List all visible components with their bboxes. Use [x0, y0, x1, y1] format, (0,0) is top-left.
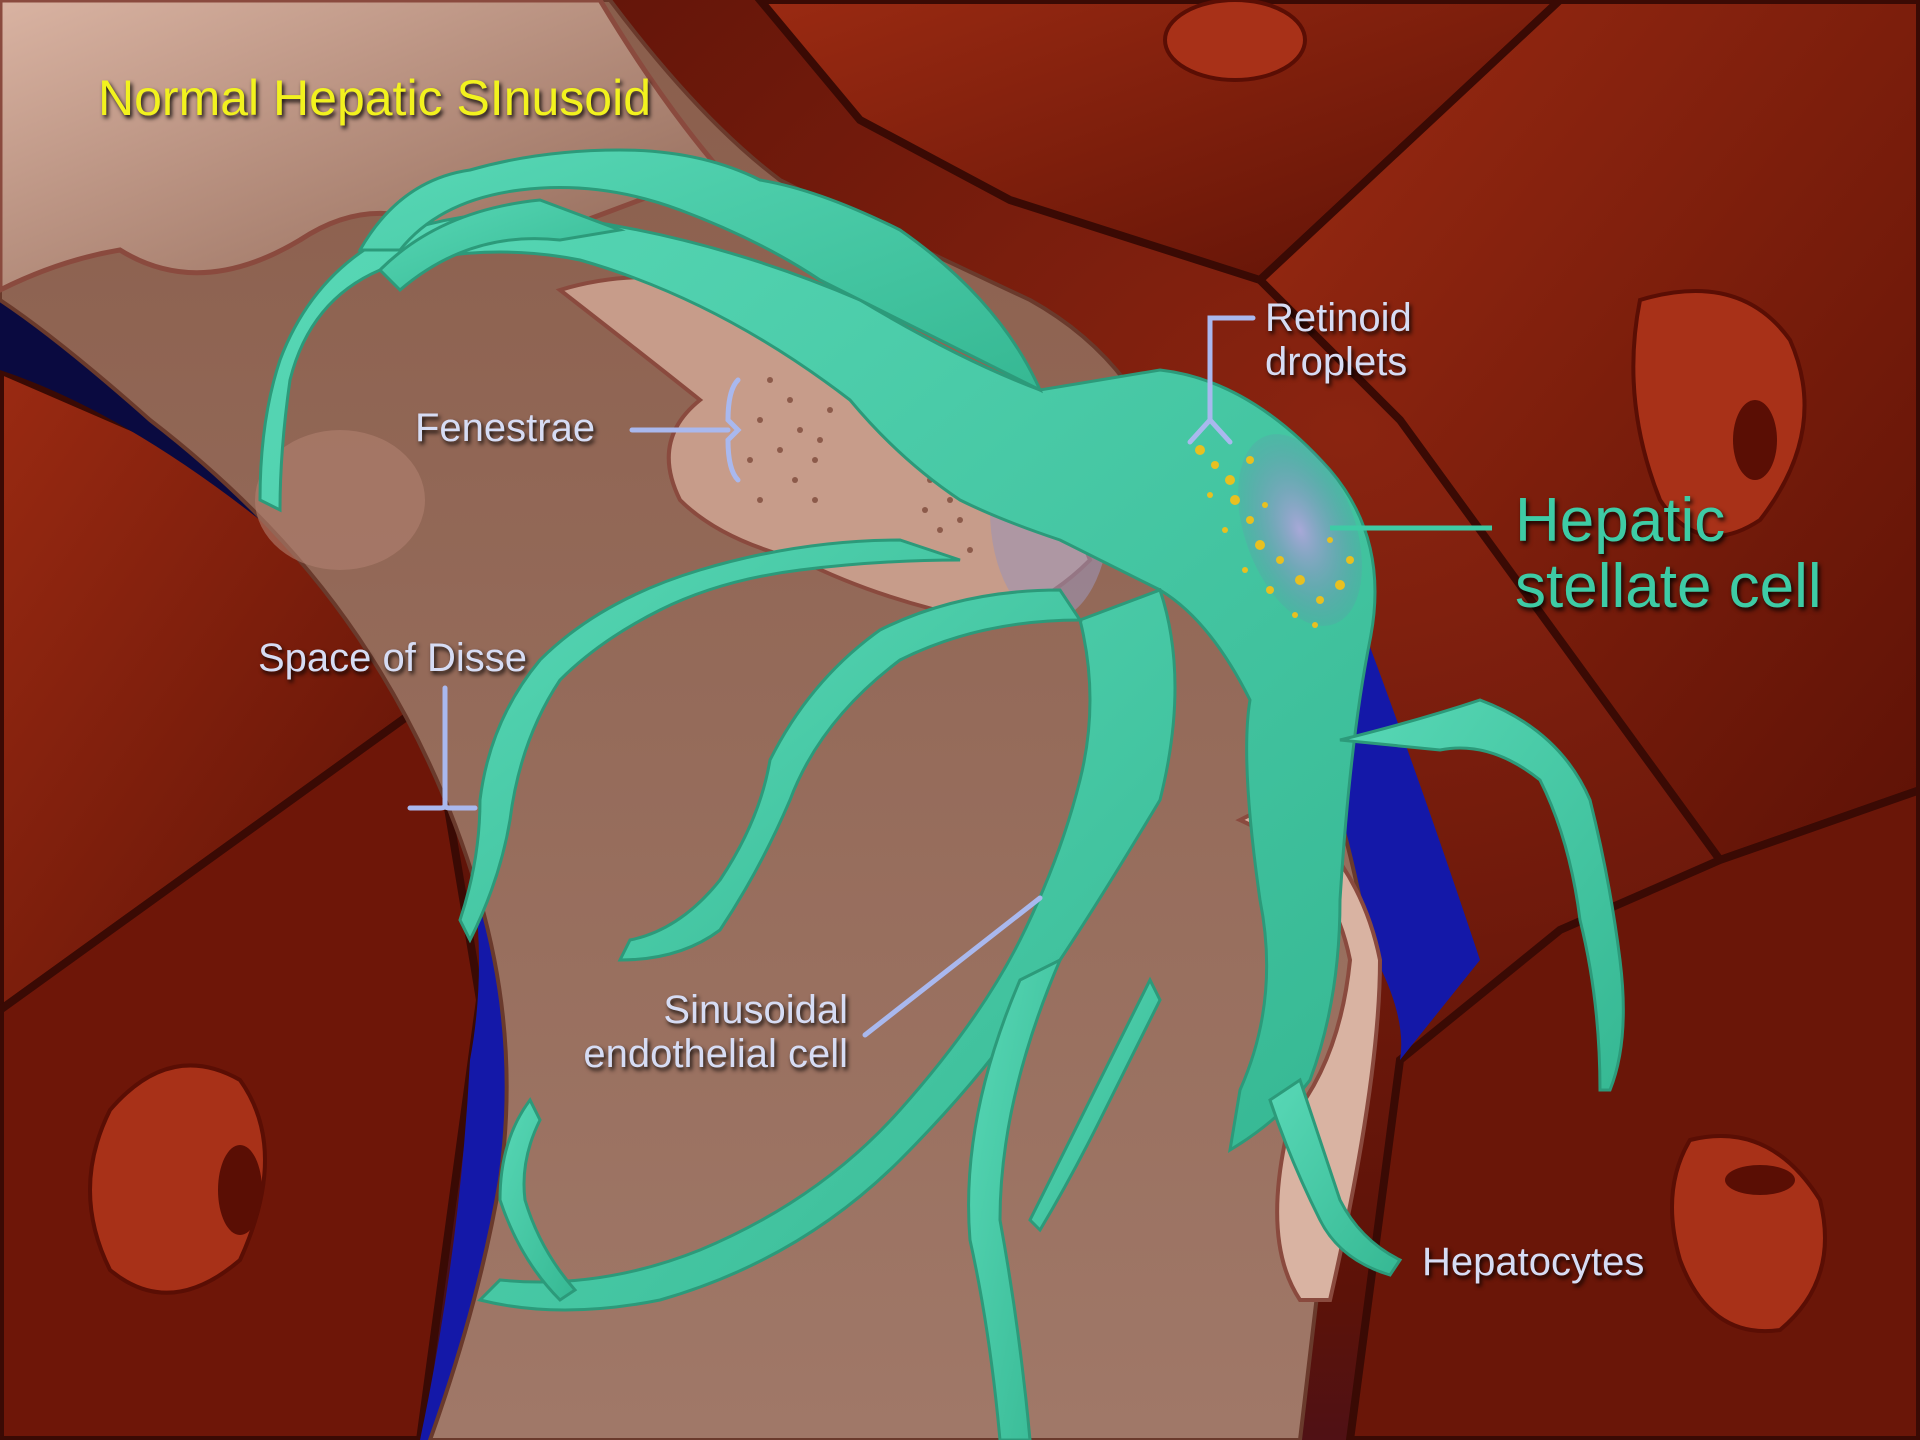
retinoid-label-line2: droplets: [1265, 340, 1412, 384]
hsc-label-line2: stellate cell: [1515, 554, 1822, 620]
space-of-disse-label: Space of Disse: [258, 636, 527, 680]
nucleolus: [218, 1145, 262, 1235]
retinoid-droplets-label: Retinoid droplets: [1265, 296, 1412, 384]
nucleolus: [1725, 1165, 1795, 1195]
hepatocyte-nucleus: [1165, 0, 1305, 80]
sec-label-line1: Sinusoidal: [548, 988, 848, 1032]
fenestrae-label: Fenestrae: [415, 406, 595, 450]
sinusoidal-endothelial-cell-label: Sinusoidal endothelial cell: [548, 988, 848, 1076]
hsc-label-line1: Hepatic: [1515, 488, 1822, 554]
hepatocytes-label: Hepatocytes: [1422, 1240, 1644, 1284]
nucleolus: [1733, 400, 1777, 480]
retinoid-label-line1: Retinoid: [1265, 296, 1412, 340]
hepatic-stellate-cell-label: Hepatic stellate cell: [1515, 488, 1822, 620]
sec-label-line2: endothelial cell: [548, 1032, 848, 1076]
diagram-title: Normal Hepatic SInusoid: [98, 70, 651, 126]
